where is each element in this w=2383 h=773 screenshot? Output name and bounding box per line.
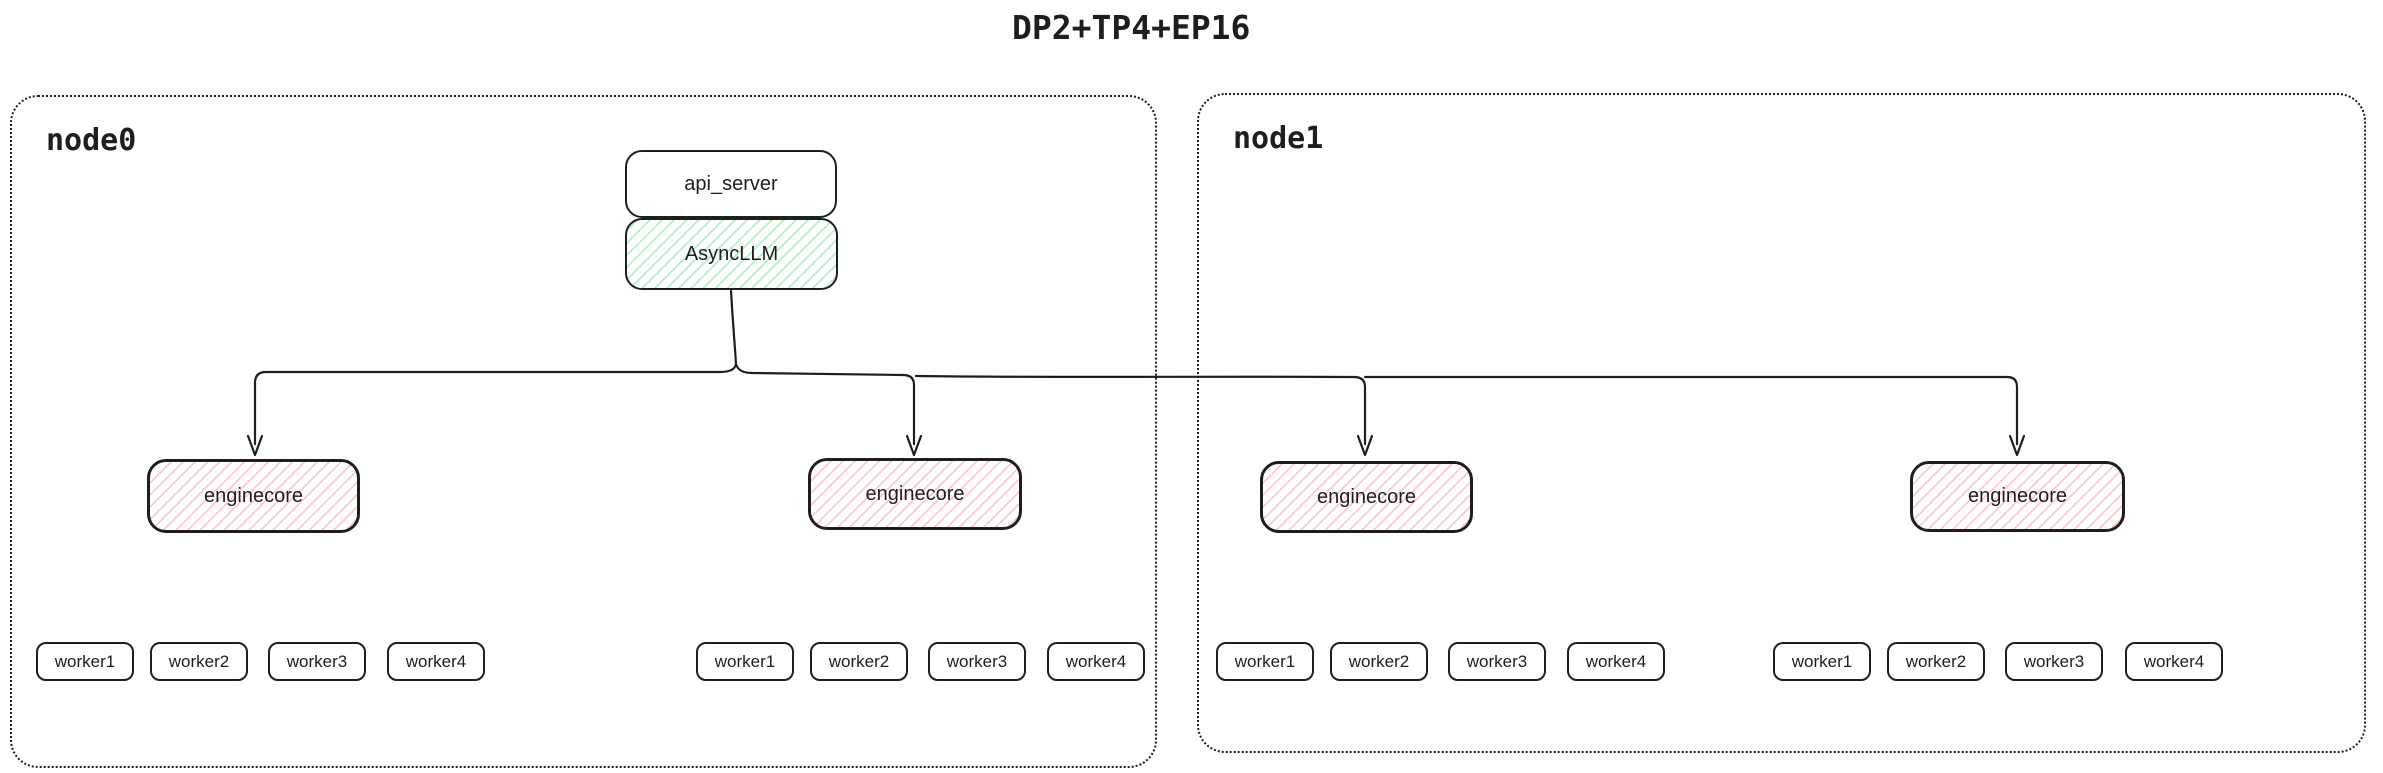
worker-box: worker3 — [1448, 642, 1546, 681]
asyncllm-label: AsyncLLM — [684, 242, 779, 265]
enginecore-label: enginecore — [1968, 485, 2067, 507]
worker-box: worker4 — [1567, 642, 1665, 681]
worker-box: worker3 — [2005, 642, 2103, 681]
enginecore-label: enginecore — [865, 482, 965, 505]
worker-box: worker2 — [810, 642, 908, 681]
api-server-box: api_server — [625, 150, 837, 218]
worker-box: worker1 — [1216, 642, 1314, 681]
enginecore-box-2: enginecore — [808, 458, 1022, 530]
enginecore-box-1: enginecore — [147, 459, 360, 533]
worker-box: worker1 — [1773, 642, 1871, 681]
worker-box: worker1 — [36, 642, 134, 681]
enginecore-label: enginecore — [204, 484, 303, 507]
worker-box: worker4 — [2125, 642, 2223, 681]
enginecore-box-3: enginecore — [1260, 461, 1473, 533]
worker-box: worker2 — [1887, 642, 1985, 681]
node0-label: node0 — [46, 123, 137, 158]
worker-box: worker3 — [268, 642, 366, 681]
worker-box: worker4 — [1047, 642, 1145, 681]
asyncllm-box: AsyncLLM — [625, 218, 838, 290]
worker-box: worker2 — [1330, 642, 1428, 681]
diagram-title: DP2+TP4+EP16 — [1012, 8, 1251, 47]
worker-box: worker1 — [696, 642, 794, 681]
enginecore-box-4: enginecore — [1910, 461, 2125, 532]
worker-box: worker2 — [150, 642, 248, 681]
worker-box: worker4 — [387, 642, 485, 681]
worker-box: worker3 — [928, 642, 1026, 681]
enginecore-label: enginecore — [1317, 485, 1416, 508]
node1-label: node1 — [1233, 121, 1324, 156]
api-server-label: api_server — [684, 172, 778, 195]
